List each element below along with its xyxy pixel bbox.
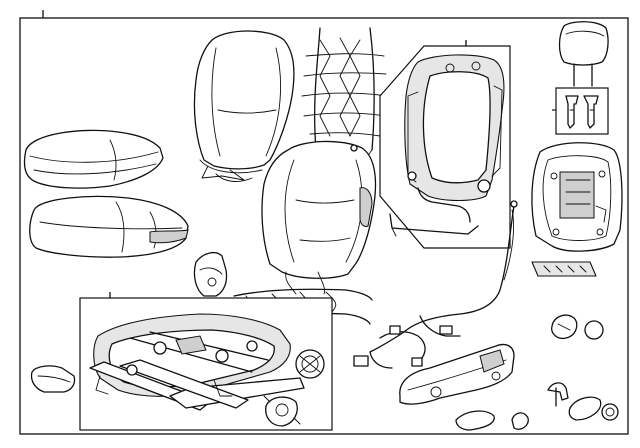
recliner-mechanism: [263, 349, 325, 427]
headrest: [558, 21, 609, 87]
seatback-cover: [193, 30, 295, 182]
rear-trim-panel: [531, 142, 623, 252]
seatback-frame: [379, 40, 511, 249]
recliner-cover: [193, 251, 228, 297]
side-bracket: [531, 261, 597, 277]
seatback-spring: [301, 27, 389, 159]
seatback-pad: [261, 140, 377, 279]
side-shield: [399, 343, 515, 405]
headrest-guides: [552, 87, 609, 135]
knobs: [455, 314, 619, 431]
adjuster-handle-trim: [30, 365, 76, 393]
seat-adjuster-track: [79, 292, 333, 431]
seat-cushion-pad: [29, 195, 189, 258]
outer-frame: [19, 10, 629, 435]
seat-cushion-cover: [23, 129, 164, 189]
wire-harness: [353, 200, 518, 369]
